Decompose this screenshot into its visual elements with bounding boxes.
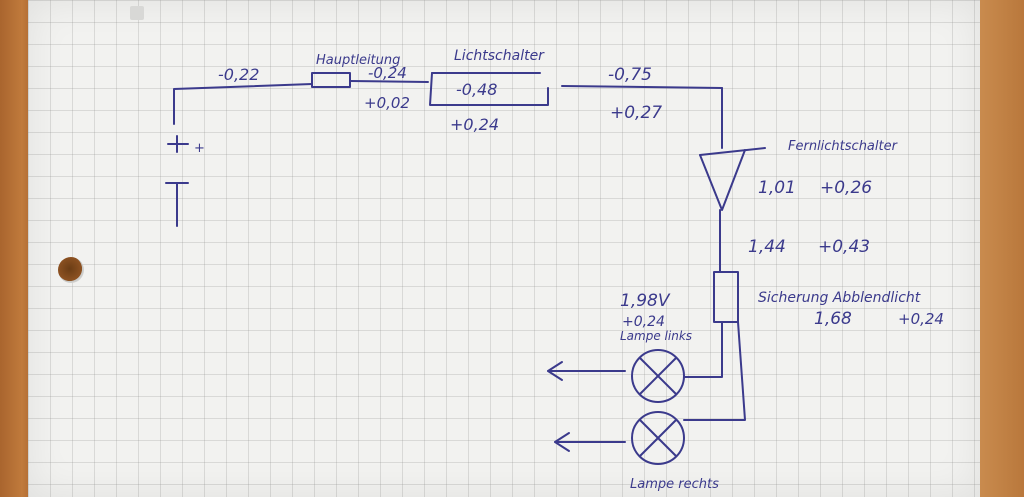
reading-r14: 1,68	[814, 309, 852, 329]
fernlichtschalter-symbol	[699, 149, 746, 211]
reading-r2: -0,24	[368, 64, 407, 82]
wire-to-lampe-rechts	[683, 321, 746, 421]
label-hauptleitung: Hauptleitung	[316, 53, 400, 68]
label-plus: +	[194, 141, 205, 156]
grid-paper	[28, 0, 980, 497]
lampe-links-cross-b	[639, 357, 677, 395]
arrow-links-head	[547, 361, 563, 381]
lampe-rechts-cross-b	[639, 419, 677, 457]
reading-r13: +0,24	[622, 314, 665, 330]
reading-r10: 1,44	[748, 237, 786, 257]
lampe-rechts-symbol	[631, 411, 685, 465]
reading-r6: -0,75	[608, 65, 652, 85]
wire-to-fernlichtschalter	[561, 85, 723, 89]
label-lichtschalter: Lichtschalter	[454, 48, 545, 64]
hauptleitung-resistor	[311, 72, 351, 88]
label-lampe-links: Lampe links	[620, 329, 692, 343]
reading-r4: -0,48	[456, 80, 497, 99]
wire-battery-to-hauptleitung	[173, 83, 313, 125]
lichtschalter-box	[429, 72, 549, 106]
label-sicherung-abblendlicht: Sicherung Abblendlicht	[758, 290, 921, 306]
sicherung-resistor	[713, 271, 739, 323]
reading-r7: +0,27	[610, 103, 662, 123]
reading-r3: +0,02	[364, 94, 410, 112]
paper-corner-mark	[130, 6, 144, 20]
wire-to-lampe-links	[683, 321, 723, 378]
wire-to-lichtschalter	[349, 80, 429, 83]
lampe-links-symbol	[631, 349, 685, 403]
label-lampe-rechts: Lampe rechts	[630, 477, 719, 492]
reading-r1: -0,22	[218, 65, 259, 84]
reading-r15: +0,24	[898, 310, 944, 328]
arrow-rechts-head	[554, 432, 570, 452]
reading-r9: +0,26	[820, 178, 872, 198]
reading-r8: 1,01	[758, 178, 796, 198]
fernlichtschalter-top	[699, 147, 766, 156]
label-fernlichtschalter: Fernlichtschalter	[788, 139, 899, 154]
reading-r12: 1,98V	[620, 291, 671, 311]
punch-hole	[58, 257, 84, 283]
reading-r11: +0,43	[818, 237, 870, 257]
reading-r5: +0,24	[450, 115, 499, 134]
